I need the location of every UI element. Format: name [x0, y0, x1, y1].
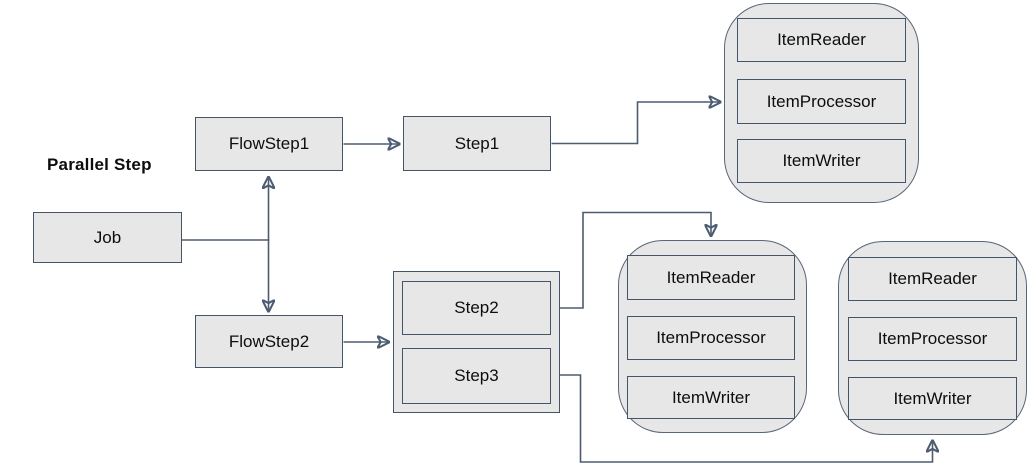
- node-step3: Step3: [402, 348, 551, 404]
- diagram-title: Parallel Step: [47, 155, 152, 174]
- node-itemprocessor-middle: ItemProcessor: [627, 316, 795, 360]
- connector-step1-to-chunk-top: [551, 102, 720, 145]
- node-itemwriter-top: ItemWriter: [737, 139, 906, 183]
- node-itemreader-top: ItemReader: [737, 18, 906, 62]
- node-step2: Step2: [402, 281, 551, 335]
- node-itemwriter-middle: ItemWriter: [627, 376, 795, 419]
- node-flowstep2: FlowStep2: [195, 315, 343, 368]
- node-itemwriter-right: ItemWriter: [848, 377, 1017, 420]
- node-itemprocessor-top: ItemProcessor: [737, 79, 906, 124]
- node-itemprocessor-right: ItemProcessor: [848, 317, 1017, 361]
- node-flowstep1: FlowStep1: [195, 117, 343, 171]
- node-itemreader-middle: ItemReader: [627, 255, 795, 300]
- node-itemreader-right: ItemReader: [848, 257, 1017, 301]
- node-step1: Step1: [403, 116, 551, 171]
- node-job: Job: [33, 212, 182, 263]
